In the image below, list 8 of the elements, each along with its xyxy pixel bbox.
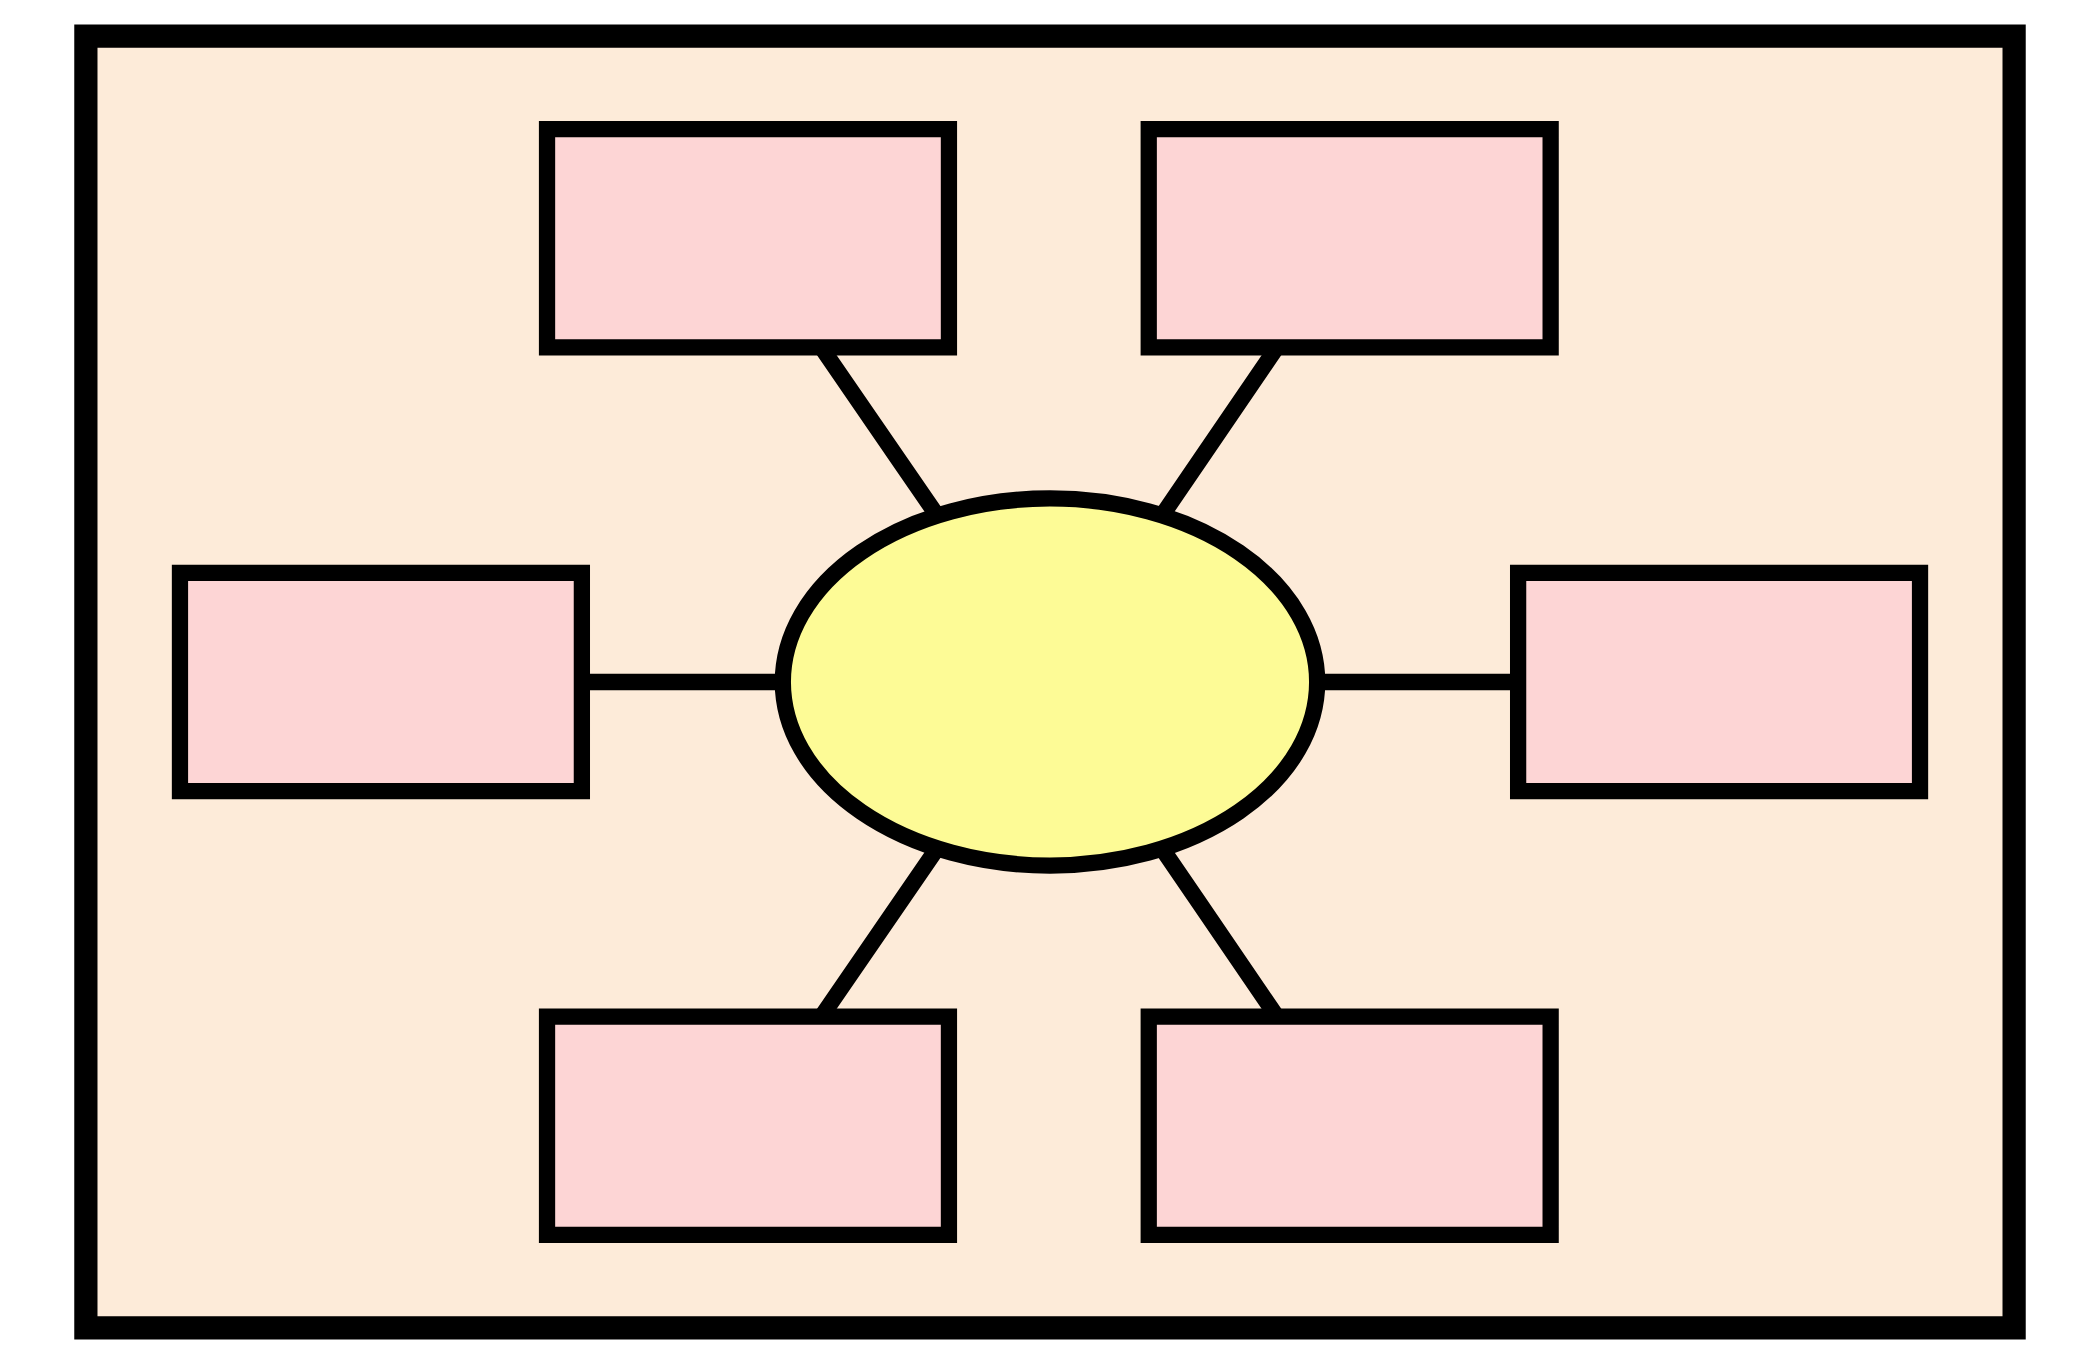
node-box	[538, 1008, 958, 1244]
node-box	[171, 564, 590, 800]
node-box	[1510, 564, 1929, 800]
node-box	[1140, 1008, 1559, 1244]
node-box	[1140, 120, 1559, 356]
cluster	[74, 24, 2026, 1340]
node-box	[538, 120, 958, 356]
node-ellipse	[774, 490, 1326, 874]
